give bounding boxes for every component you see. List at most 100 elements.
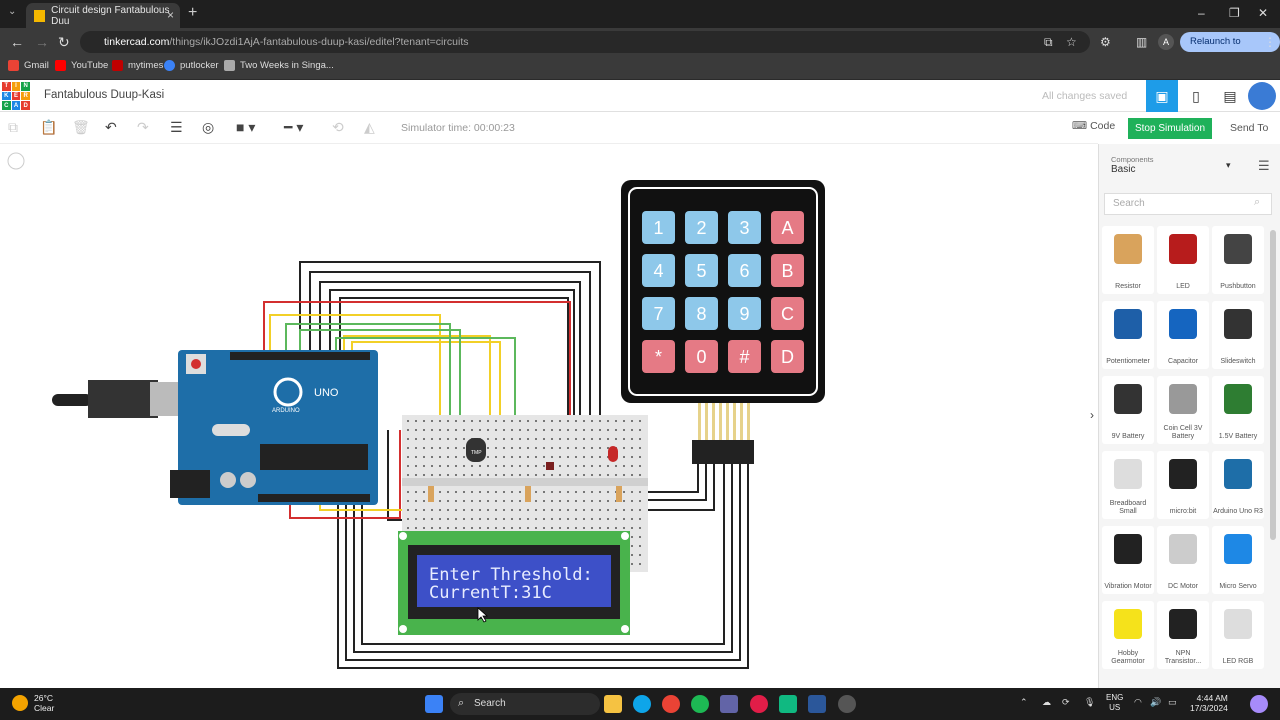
file-explorer-icon[interactable] xyxy=(604,695,622,713)
minimize-icon[interactable]: – xyxy=(1198,6,1205,20)
resistor[interactable] xyxy=(616,486,622,502)
component-led[interactable]: LED xyxy=(1157,226,1209,294)
keypad-key[interactable] xyxy=(771,297,804,330)
temperature-sensor[interactable]: TMP xyxy=(466,438,486,462)
settings-icon[interactable] xyxy=(838,695,856,713)
chrome-icon[interactable] xyxy=(662,695,680,713)
close-window-icon[interactable]: ✕ xyxy=(1258,6,1269,20)
inspect-icon[interactable]: ◎ xyxy=(202,119,215,135)
edge-icon[interactable] xyxy=(633,695,651,713)
restore-icon[interactable]: ❐ xyxy=(1229,6,1240,20)
tray-chevron-icon[interactable]: ⌃ xyxy=(1020,697,1028,707)
weather-widget[interactable]: 26°C Clear xyxy=(34,693,54,713)
app-icon[interactable] xyxy=(750,695,768,713)
delete-icon[interactable]: 🗑 xyxy=(72,119,90,135)
browser-tab-active[interactable]: Circuit design Fantabulous Duu × xyxy=(26,3,180,28)
bookmark-star-icon[interactable]: ☆ xyxy=(1066,35,1077,49)
reload-icon[interactable]: ↻ xyxy=(58,34,70,50)
zoom-fit-icon[interactable] xyxy=(7,152,25,170)
bookmark-gmail[interactable]: Gmail xyxy=(8,60,49,71)
resistor[interactable] xyxy=(428,486,434,502)
wifi-icon[interactable]: ◠ xyxy=(1134,697,1142,707)
keypad-key[interactable] xyxy=(685,297,718,330)
keypad-key[interactable] xyxy=(728,340,761,373)
component-slideswitch[interactable]: Slideswitch xyxy=(1212,301,1264,369)
paste-icon[interactable]: 📋 xyxy=(40,119,58,135)
sync-icon[interactable]: ⟳ xyxy=(1062,697,1070,707)
components-select[interactable]: Basic xyxy=(1111,164,1136,175)
close-tab-icon[interactable]: × xyxy=(166,8,174,22)
led[interactable] xyxy=(608,446,618,462)
component-search-input[interactable]: Search xyxy=(1104,193,1272,215)
install-app-icon[interactable]: ⧉ xyxy=(1044,35,1053,49)
bookmark-two-weeks[interactable]: Two Weeks in Singa... xyxy=(224,60,334,71)
panel-scrollbar[interactable] xyxy=(1270,230,1276,540)
component-9v-battery[interactable]: 9V Battery xyxy=(1102,376,1154,444)
wire-type-icon[interactable]: ━ ▾ xyxy=(284,119,304,135)
component-resistor[interactable]: Resistor xyxy=(1102,226,1154,294)
teams-icon[interactable] xyxy=(720,695,738,713)
volume-icon[interactable]: 🔊 xyxy=(1150,697,1162,707)
keypad-key[interactable] xyxy=(642,340,675,373)
profile-avatar[interactable]: A xyxy=(1158,34,1174,50)
microphone-icon[interactable]: 🎙 xyxy=(1084,697,1096,707)
extensions-icon[interactable]: ⚙ xyxy=(1100,35,1111,49)
resistor[interactable] xyxy=(525,486,531,502)
color-picker-icon[interactable]: ■ ▾ xyxy=(236,119,256,135)
keypad-key[interactable] xyxy=(771,211,804,244)
potentiometer-chip[interactable] xyxy=(546,462,554,470)
keypad-key[interactable] xyxy=(685,254,718,287)
start-icon[interactable] xyxy=(425,695,443,713)
bookmark-youtube[interactable]: YouTube xyxy=(55,60,108,71)
code-button[interactable]: ⌨ Code xyxy=(1072,120,1115,132)
keypad-key[interactable] xyxy=(728,254,761,287)
stop-simulation-button[interactable]: Stop Simulation xyxy=(1128,118,1212,139)
system-clock[interactable]: 4:44 AM 17/3/2024 xyxy=(1190,693,1228,713)
circuit-view-icon[interactable]: ▣ xyxy=(1146,80,1178,112)
arduino-ide-icon[interactable] xyxy=(779,695,797,713)
keypad-key[interactable] xyxy=(771,340,804,373)
redo-icon[interactable]: ↷ xyxy=(137,119,149,135)
keypad-key[interactable] xyxy=(728,211,761,244)
user-avatar[interactable] xyxy=(1248,82,1276,110)
component-micro-servo[interactable]: Micro Servo xyxy=(1212,526,1264,594)
component-coin-cell-3v-battery[interactable]: Coin Cell 3V Battery xyxy=(1157,376,1209,444)
keypad-key[interactable] xyxy=(642,254,675,287)
rotate-icon[interactable]: ⟲ xyxy=(332,119,344,135)
arduino-uno[interactable]: UNO ARDUINO xyxy=(170,350,378,505)
tab-search-chevron-icon[interactable]: ⌄ xyxy=(8,6,17,17)
reset-button[interactable] xyxy=(191,359,201,369)
keypad-key[interactable] xyxy=(771,254,804,287)
component-pushbutton[interactable]: Pushbutton xyxy=(1212,226,1264,294)
weather-icon[interactable] xyxy=(12,695,28,711)
spotify-icon[interactable] xyxy=(691,695,709,713)
word-icon[interactable] xyxy=(808,695,826,713)
project-name[interactable]: Fantabulous Duup-Kasi xyxy=(44,89,165,101)
copy-icon[interactable]: ⧉ xyxy=(8,119,18,135)
component-micro-bit[interactable]: micro:bit xyxy=(1157,451,1209,519)
list-view-icon[interactable]: ☰ xyxy=(1258,158,1270,173)
component-list-icon[interactable]: ▤ xyxy=(1223,87,1237,104)
chevron-down-icon[interactable]: ▾ xyxy=(1226,160,1231,170)
language-indicator[interactable]: ENG US xyxy=(1106,693,1123,713)
keypad-key[interactable] xyxy=(642,211,675,244)
component-dc-motor[interactable]: DC Motor xyxy=(1157,526,1209,594)
forward-icon[interactable]: → xyxy=(35,34,49,50)
component-1-5v-battery[interactable]: 1.5V Battery xyxy=(1212,376,1264,444)
bookmark-mytimes[interactable]: mytimes xyxy=(112,60,163,71)
keypad-key[interactable] xyxy=(685,340,718,373)
new-tab-icon[interactable]: + xyxy=(188,4,198,21)
schematic-view-icon[interactable]: ▯ xyxy=(1192,87,1200,104)
lcd-display[interactable]: Enter Threshold: CurrentT:31C xyxy=(398,531,630,635)
collapse-panel-chevron-icon[interactable]: › xyxy=(1090,408,1094,422)
bookmark-putlocker[interactable]: putlocker xyxy=(164,60,219,71)
more-menu-icon[interactable]: ⋮ xyxy=(1264,35,1276,49)
battery-icon[interactable]: ▭ xyxy=(1168,697,1177,707)
url-input[interactable]: tinkercad.com/things/ikJOzdi1AjA-fantabu… xyxy=(80,31,1090,53)
taskbar-search[interactable]: Search xyxy=(450,693,600,715)
keypad-key[interactable] xyxy=(728,297,761,330)
copilot-icon[interactable] xyxy=(1250,695,1268,713)
